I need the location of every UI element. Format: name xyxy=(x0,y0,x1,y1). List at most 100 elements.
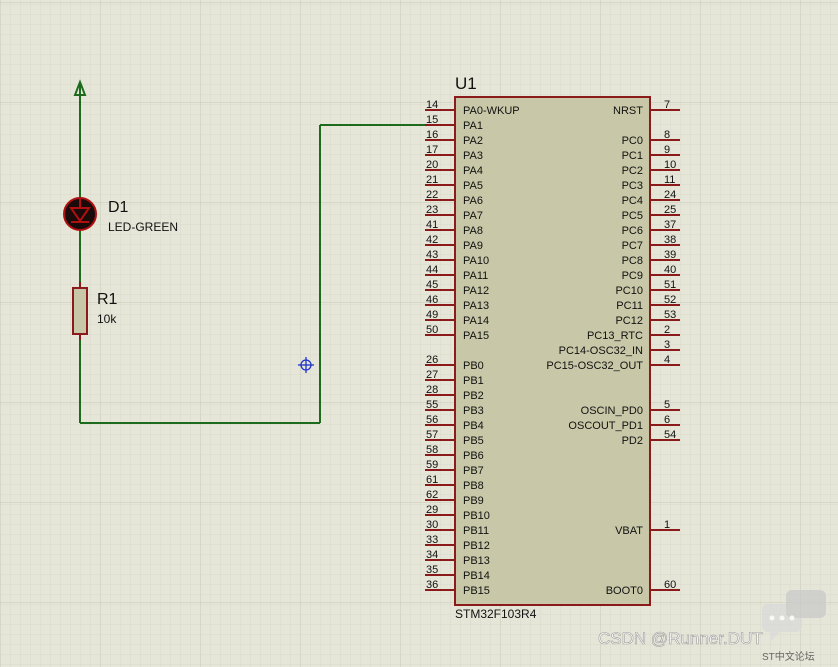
pin-label: PA0-WKUP xyxy=(463,105,520,117)
pin-label: PC7 xyxy=(622,240,643,252)
pin-label: PA9 xyxy=(463,240,483,252)
pin-number: 52 xyxy=(664,294,676,306)
pin-label: PD2 xyxy=(622,435,643,447)
pin-label: PA11 xyxy=(463,270,488,282)
pin-label: PA14 xyxy=(463,315,489,327)
pin-label: PC0 xyxy=(622,135,643,147)
pin-number: 35 xyxy=(426,564,438,576)
pin-label: PA5 xyxy=(463,180,483,192)
led-diode-icon[interactable] xyxy=(63,197,97,231)
watermark-main: CSDN @Runner.DUT xyxy=(598,629,763,648)
pin-label: PA8 xyxy=(463,225,483,237)
pin-label: PB13 xyxy=(463,555,490,567)
power-arrow-icon[interactable] xyxy=(73,79,87,96)
pin-number: 25 xyxy=(664,204,676,216)
pin-number: 15 xyxy=(426,114,438,126)
pin-number: 36 xyxy=(426,579,438,591)
pin-label: PB14 xyxy=(463,570,490,582)
resistor-icon[interactable] xyxy=(72,282,88,340)
pin-label: PB11 xyxy=(463,525,489,537)
pin-label: PB7 xyxy=(463,465,484,477)
pin-number: 42 xyxy=(426,234,438,246)
pin-label: PB4 xyxy=(463,420,484,432)
pin-number: 29 xyxy=(426,504,438,516)
pin-label: BOOT0 xyxy=(606,585,643,597)
pin-label: OSCIN_PD0 xyxy=(581,405,643,417)
pin-number: 46 xyxy=(426,294,438,306)
pin-number: 22 xyxy=(426,189,438,201)
pin-label: PA7 xyxy=(463,210,483,222)
pin-number: 54 xyxy=(664,429,676,441)
pin-label: PC4 xyxy=(622,195,643,207)
pin-label: PC8 xyxy=(622,255,643,267)
pin-number: 27 xyxy=(426,369,438,381)
pin-label: PB12 xyxy=(463,540,490,552)
crosshair-icon[interactable] xyxy=(298,357,314,373)
pin-label: PC14-OSC32_IN xyxy=(559,345,643,357)
pin-label: OSCOUT_PD1 xyxy=(568,420,643,432)
pin-label: PA1 xyxy=(463,120,483,132)
pin-number: 41 xyxy=(426,219,438,231)
pin-label: PB15 xyxy=(463,585,490,597)
watermark-sub: ST中文论坛 xyxy=(762,650,815,663)
